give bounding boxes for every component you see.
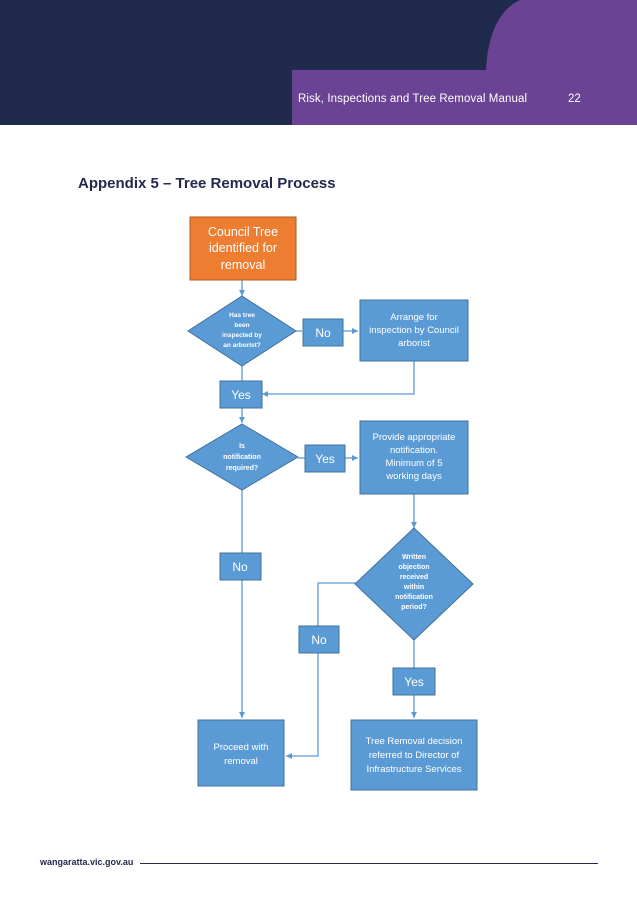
- label-no-1: No: [302, 318, 344, 347]
- page-number: 22: [568, 93, 581, 105]
- decision-notification: Is notification required?: [185, 423, 299, 491]
- label-yes-1-text: Yes: [231, 388, 251, 402]
- start-text-2: identified for: [209, 241, 277, 255]
- connector-no-to-proceed-2: [286, 653, 319, 759]
- decision-objection-text-4: within: [403, 584, 424, 591]
- decision-objection-text-5: notification: [395, 594, 433, 601]
- arrange-text-1: Arrange for: [390, 312, 438, 323]
- decision-inspected-text-1: Has tree: [229, 312, 255, 319]
- arrange-inspection-box: Arrange for inspection by Council arbori…: [359, 299, 469, 362]
- decision-inspected-text-4: an arborist?: [223, 342, 261, 349]
- label-no-3-text: No: [311, 633, 327, 647]
- label-no-3: No: [298, 625, 340, 654]
- decision-inspected: Has tree been inspected by an arborist?: [187, 295, 297, 367]
- referred-text-3: Infrastructure Services: [366, 764, 461, 775]
- referred-text-1: Tree Removal decision: [366, 736, 463, 747]
- decision-objection-text-3: received: [400, 574, 428, 581]
- start-text-1: Council Tree: [208, 225, 278, 239]
- decision-objection-text-1: Written: [402, 554, 426, 561]
- label-yes-3-text: Yes: [404, 675, 424, 689]
- footer-url[interactable]: wangaratta.vic.gov.au: [40, 857, 134, 867]
- decision-objection: Written objection received within notifi…: [354, 527, 474, 641]
- label-no-2: No: [219, 552, 262, 581]
- label-yes-3: Yes: [392, 667, 436, 696]
- start-text-3: removal: [221, 258, 265, 272]
- provide-text-2: notification.: [390, 445, 438, 456]
- label-no-2-text: No: [232, 560, 248, 574]
- label-yes-2: Yes: [304, 444, 346, 473]
- decision-notification-text-1: Is: [239, 443, 245, 450]
- appendix-heading: Appendix 5 – Tree Removal Process: [78, 175, 336, 192]
- proceed-text-1: Proceed with: [214, 742, 269, 753]
- proceed-removal-box: Proceed with removal: [197, 719, 285, 787]
- decision-objection-text-2: objection: [398, 564, 429, 571]
- start-box: Council Tree identified for removal: [189, 216, 297, 281]
- connectors: [239, 280, 417, 759]
- label-yes-1: Yes: [219, 380, 263, 409]
- arrange-text-2: inspection by Council: [369, 325, 459, 336]
- footer-rule: [140, 863, 598, 864]
- referred-decision-box: Tree Removal decision referred to Direct…: [350, 719, 478, 791]
- arrange-text-3: arborist: [398, 338, 430, 349]
- provide-text-4: working days: [385, 471, 442, 482]
- referred-text-2: referred to Director of: [369, 750, 460, 761]
- decision-notification-text-2: notification: [223, 454, 261, 461]
- provide-text-3: Minimum of 5: [385, 458, 442, 469]
- provide-text-1: Provide appropriate: [373, 432, 456, 443]
- label-no-1-text: No: [315, 326, 331, 340]
- manual-title: Risk, Inspections and Tree Removal Manua…: [298, 93, 528, 105]
- decision-objection-text-6: period?: [401, 604, 427, 611]
- header-band: [0, 0, 637, 125]
- header-purple-shape: [292, 0, 637, 125]
- proceed-text-2: removal: [224, 756, 258, 767]
- connector-arrange-to-yes: [262, 361, 415, 397]
- decision-notification-text-3: required?: [226, 465, 258, 472]
- provide-notification-box: Provide appropriate notification. Minimu…: [359, 420, 469, 495]
- label-yes-2-text: Yes: [315, 452, 335, 466]
- decision-inspected-text-3: inspected by: [222, 332, 262, 339]
- decision-inspected-text-2: been: [234, 322, 249, 329]
- connector-objection-to-no: [317, 582, 356, 626]
